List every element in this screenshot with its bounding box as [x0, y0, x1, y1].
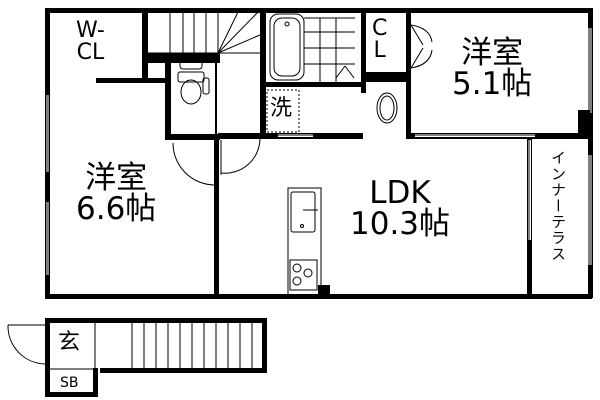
w-cl-line1: W-	[76, 18, 105, 43]
room-label-inner-terrace: インナーテラス	[549, 150, 567, 262]
cl-line1: C	[372, 16, 388, 41]
room-label-washroom: 洗	[270, 96, 293, 121]
w-cl-line2: CL	[76, 40, 105, 65]
western-6-6-size: 6.6帖	[76, 191, 157, 227]
room-label-western-5-1: 洋室 5.1帖	[452, 38, 532, 100]
room-label-cl: C L	[372, 18, 387, 62]
ldk-size: 10.3帖	[350, 206, 451, 242]
cl-line2: L	[373, 38, 386, 63]
room-label-shoe-box: SB	[60, 375, 79, 391]
ldk-type: LDK	[369, 175, 431, 211]
room-label-western-6-6: 洋室 6.6帖	[76, 163, 156, 225]
western-6-6-type: 洋室	[85, 160, 148, 196]
western-5-1-size: 5.1帖	[452, 66, 533, 102]
room-label-w-cl: W- CL	[76, 20, 105, 64]
room-label-entrance: 玄	[58, 330, 81, 355]
western-5-1-type: 洋室	[461, 35, 524, 71]
room-label-ldk: LDK 10.3帖	[350, 178, 450, 240]
